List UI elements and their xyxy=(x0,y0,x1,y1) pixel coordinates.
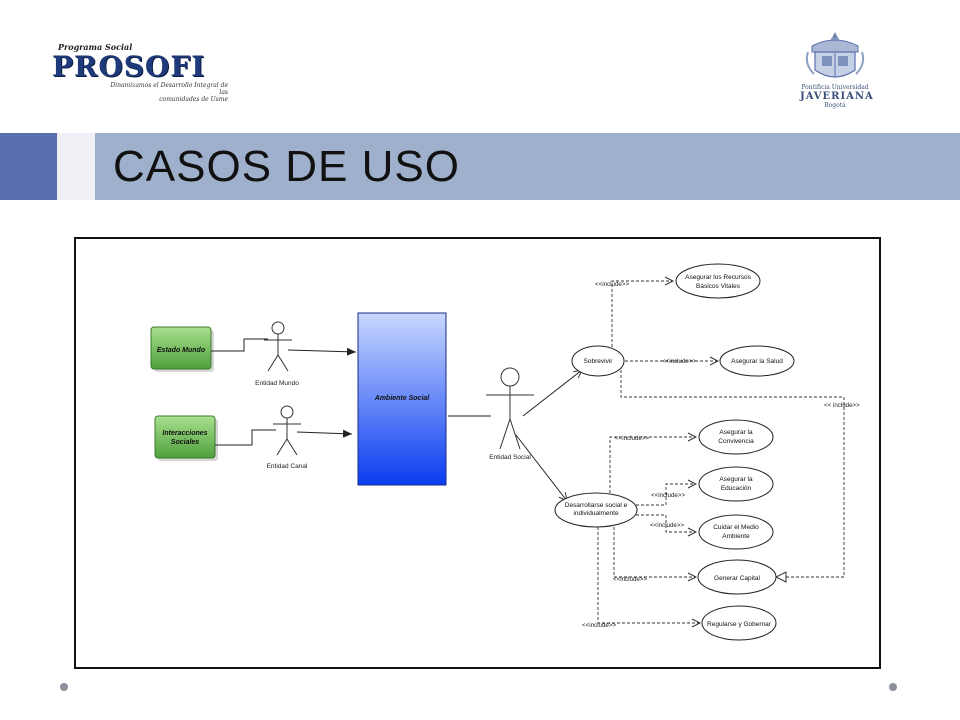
usecase-sobrevivir: Sobrevivir xyxy=(571,345,625,377)
logo-tagline-line-1: Dinamizamos el Desarrollo Integral de la… xyxy=(110,82,228,96)
usecase-convivencia-label-2: Convivencia xyxy=(718,438,754,445)
ambiente-social-label: Ambiente Social xyxy=(374,395,431,402)
usecase-desarrollarse-label-1: Desarrollarse social e xyxy=(565,502,628,509)
actor-entidad-mundo-label: Entidad Mundo xyxy=(255,380,299,387)
include-relations xyxy=(597,281,845,623)
usecase-sobrevivir-label: Sobrevivir xyxy=(584,358,614,365)
usecase-medio-label-1: Cuidar el Medio xyxy=(713,524,759,531)
include-label-gobernar: <<include>> xyxy=(582,622,616,629)
interacciones-label-2: Sociales xyxy=(171,439,200,446)
bottom-left-dot xyxy=(60,683,68,691)
diagram-canvas: Estado Mundo Interacciones Sociales Ambi… xyxy=(150,263,860,641)
logo-tagline-top: Programa Social xyxy=(58,42,133,52)
usecase-educacion: Asegurar la Educación xyxy=(698,466,774,502)
actor-entidad-canal xyxy=(273,405,301,456)
usecase-convivencia-label-1: Asegurar la xyxy=(719,429,753,436)
usecase-desarrollarse-label-2: individualmente xyxy=(573,510,619,517)
usecase-gobernar: Regularse y Gobernar xyxy=(701,605,777,641)
logo-tagline-line-2: comunidades de Usme xyxy=(159,96,228,103)
include-label-medio: <<include>> xyxy=(650,522,684,529)
include-label-capital: <<include>> xyxy=(613,576,647,583)
usecase-convivencia: Asegurar la Convivencia xyxy=(698,419,774,455)
include-label-convivencia: <<include>> xyxy=(615,435,649,442)
bottom-right-dot xyxy=(889,683,897,691)
estado-mundo-box: Estado Mundo xyxy=(150,326,214,372)
include-label-capital-right: << include>> xyxy=(824,402,860,409)
actor-entidad-social xyxy=(486,367,534,450)
crest-icon xyxy=(805,32,865,78)
include-label-salud: <<include>> xyxy=(662,358,696,365)
javeriana-logo: Pontificia Universidad JAVERIANA Bogotá xyxy=(800,30,874,120)
interacciones-label-1: Interacciones xyxy=(162,430,207,437)
actor-entidad-social-label: Entidad Social xyxy=(489,454,531,461)
usecase-medio-ambiente: Cuidar el Medio Ambiente xyxy=(698,514,774,550)
university-line-3: Bogotá xyxy=(824,102,846,109)
usecase-salud-label: Asegurar la Salud xyxy=(731,358,783,365)
interacciones-sociales-box: Interacciones Sociales xyxy=(154,415,218,461)
include-labels: <<include>> <<include>> << include>> <<i… xyxy=(582,281,860,629)
usecase-capital: Generar Capital xyxy=(697,559,777,595)
estado-mundo-label: Estado Mundo xyxy=(157,347,206,354)
title-band-accent xyxy=(0,133,57,200)
ambiente-social-system: Ambiente Social xyxy=(357,312,447,486)
use-case-diagram: Estado Mundo Interacciones Sociales Ambi… xyxy=(74,237,881,669)
university-line-1: Pontificia Universidad xyxy=(801,84,869,91)
prosofi-logo: Programa Social PROSOFI Dinamizamos el D… xyxy=(48,40,228,103)
usecase-capital-label: Generar Capital xyxy=(714,575,760,582)
usecase-recursos-label-2: Básicos Vitales xyxy=(696,283,741,290)
usecase-educacion-label-2: Educación xyxy=(721,485,752,492)
actor-entidad-canal-label: Entidad Canal xyxy=(267,463,308,470)
actor-to-usecase-lines xyxy=(515,370,582,501)
university-line-2: JAVERIANA xyxy=(800,91,874,102)
university-name: Pontificia Universidad JAVERIANA Bogotá xyxy=(800,84,874,109)
page-title: CASOS DE USO xyxy=(113,142,460,191)
connector-lines-left xyxy=(211,338,491,446)
title-band xyxy=(95,133,960,200)
usecase-recursos: Asegurar los Recursos Básicos Vitales xyxy=(675,263,761,299)
usecase-desarrollarse: Desarrollarse social e individualmente xyxy=(554,492,638,528)
logo-tagline: Dinamizamos el Desarrollo Integral de la… xyxy=(108,82,228,103)
usecase-gobernar-label: Regularse y Gobernar xyxy=(707,621,772,628)
logo-brand: PROSOFI xyxy=(52,50,206,83)
usecase-recursos-label-1: Asegurar los Recursos xyxy=(685,274,751,281)
usecase-educacion-label-1: Asegurar la xyxy=(719,476,753,483)
include-label-educacion: <<include>> xyxy=(651,492,685,499)
title-band-gap xyxy=(57,133,95,200)
usecase-salud: Asegurar la Salud xyxy=(719,345,795,377)
actor-entidad-mundo xyxy=(264,321,292,372)
include-label-recursos: <<include>> xyxy=(595,281,629,288)
usecase-medio-label-2: Ambiente xyxy=(722,533,750,540)
